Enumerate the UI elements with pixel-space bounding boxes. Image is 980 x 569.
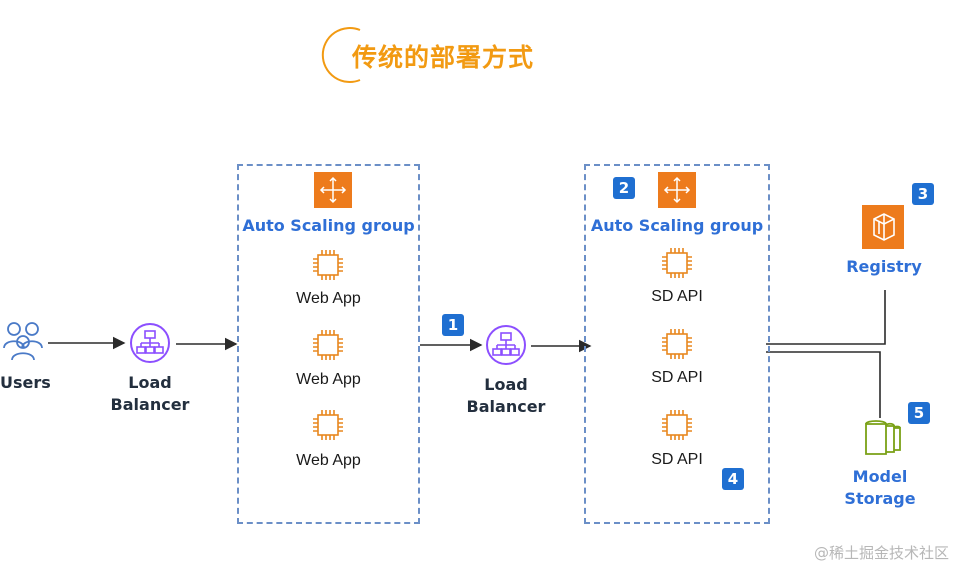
step-badge-1: 1 [442, 314, 464, 336]
sd-api-label-1: SD API [651, 288, 703, 305]
ec2-instance-icon [662, 329, 692, 359]
ec2-instance-icon [313, 330, 343, 360]
auto-scaling-icon [658, 172, 696, 208]
ec2-instance-icon [662, 410, 692, 440]
ec2-instance-icon [313, 250, 343, 280]
step-badge-4: 4 [722, 468, 744, 490]
web-auto-scaling-group [237, 164, 420, 524]
lb2-label-line1: Load [484, 375, 528, 394]
users-label: Users [0, 373, 51, 392]
auto-scaling-icon [314, 172, 352, 208]
step-badge-5: 5 [908, 402, 930, 424]
container-registry-icon [862, 205, 904, 249]
auto-scaling-glyph [663, 176, 691, 204]
model-storage-label: Model Storage [834, 466, 926, 510]
sd-api-label-2: SD API [651, 369, 703, 386]
load-balancer-icon [130, 323, 170, 363]
model-storage-label-line2: Storage [844, 489, 916, 508]
registry-label: Registry [846, 257, 922, 276]
step-badge-2: 2 [613, 177, 635, 199]
web-app-label-1: Web App [296, 290, 361, 307]
ec2-instance-icon [662, 248, 692, 278]
line-sd-group-to-storage [766, 351, 881, 418]
lb2-label-line2: Balancer [466, 397, 546, 416]
auto-scaling-glyph [319, 176, 347, 204]
web-app-label-2: Web App [296, 371, 361, 388]
lb1-label-line2: Balancer [110, 395, 190, 414]
load-balancer-2-label: Load Balancer [461, 374, 551, 418]
title-arc-decoration [321, 27, 361, 83]
step-badge-3: 3 [912, 183, 934, 205]
sd-auto-scaling-group [584, 164, 770, 524]
users-icon [3, 322, 43, 361]
sd-group-label: Auto Scaling group [590, 216, 764, 235]
model-storage-label-line1: Model [852, 467, 908, 486]
storage-icon [865, 420, 901, 455]
watermark: @稀土掘金技术社区 [814, 544, 950, 562]
load-balancer-1-label: Load Balancer [105, 372, 195, 416]
page-title: 传统的部署方式 [352, 43, 535, 72]
sd-api-label-3: SD API [651, 451, 703, 468]
web-app-label-3: Web App [296, 452, 361, 469]
ec2-instance-icon [313, 410, 343, 440]
web-group-label: Auto Scaling group [242, 216, 415, 235]
lb1-label-line1: Load [128, 373, 172, 392]
load-balancer-icon [486, 325, 526, 365]
registry-glyph [873, 213, 895, 241]
line-sd-group-to-registry [766, 290, 886, 345]
